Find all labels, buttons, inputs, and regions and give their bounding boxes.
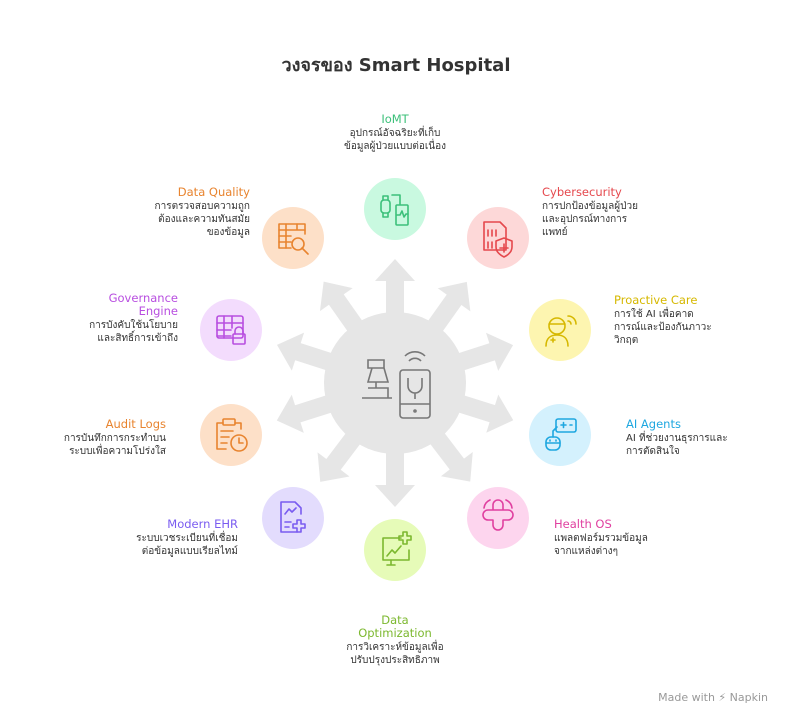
table-search-icon [278,223,309,255]
node-proactive [529,299,591,361]
node-circle [262,487,324,549]
node-dataopt [364,519,426,581]
medical-record-icon [280,501,306,533]
node-description: และอุปกรณ์ทางการ [542,214,628,225]
label-healthos: Health OS แพลตฟอร์มรวมข้อมูลจากแหล่งต่างๆ [554,518,648,558]
node-description: การตรวจสอบความถูก [154,201,250,212]
node-description: วิกฤต [614,335,639,346]
node-title: Data Quality [177,185,250,199]
arrow [375,259,415,323]
label-iomt: IoMT อุปกรณ์อัจฉริยะที่เก็บข้อมูลผู้ป่วยแ… [305,113,485,153]
node-title-line: Optimization [358,626,432,640]
label-audit: Audit Logs การบันทึกการกระทำบนระบบเพื่อคว… [64,418,166,458]
node-circle [467,207,529,269]
arrow [449,392,514,433]
node-description: ปรับปรุงประสิทธิภาพ [350,655,440,666]
node-description: การณ์และป้องกันภาวะ [614,322,712,333]
node-circle [262,207,324,269]
node-description: ระบบเพื่อความโปร่งใส [69,446,166,457]
node-title: AI Agents [626,417,681,431]
table-lock-icon [216,315,246,345]
clipboard-clock-icon [216,418,248,452]
diagram-title: วงจรของ Smart Hospital [281,55,511,76]
node-title: Health OS [554,517,612,531]
doctor-signal-icon [545,315,577,347]
node-dq [262,207,324,269]
node-circle [467,487,529,549]
arrow [375,443,415,507]
node-description: จากแหล่งต่างๆ [554,546,618,557]
node-description: การใช้ AI เพื่อคาด [614,309,694,320]
node-title: Modern EHR [167,517,238,531]
node-description: แพทย์ [542,227,568,238]
node-description: และสิทธิ์การเข้าถึง [97,333,178,344]
node-circle [529,404,591,466]
arrow [277,332,341,374]
monitor-chart-icon [382,531,412,566]
node-iomt [364,178,426,240]
node-description: ของข้อมูล [206,227,250,238]
label-ehr: Modern EHR ระบบเวชระเบียนที่เชื่อมต่อข้อม… [136,518,238,558]
napkin-watermark: Made with ⚡ Napkin [658,691,768,704]
arrow [449,332,514,374]
node-description: อุปกรณ์อัจฉริยะที่เก็บ [349,128,441,139]
node-title: Audit Logs [105,417,166,431]
node-title: IoMT [381,112,409,126]
label-agents: AI Agents AI ที่ช่วยงานธุรการและการตัดสิน… [626,418,728,458]
node-title-line: Data [381,613,409,627]
node-title-line: Engine [138,304,178,318]
node-description: AI ที่ช่วยงานธุรการและ [626,433,728,444]
label-dq: Data Quality การตรวจสอบความถูกต้องและความ… [155,186,250,239]
medical-cross-signal-icon [482,499,514,531]
node-ehr [262,487,324,549]
wearable-device-icon [380,194,409,226]
hospital-device-icon [362,351,431,419]
node-description: แพลตฟอร์มรวมข้อมูล [554,533,648,544]
label-cyber: Cybersecurity การปกป้องข้อมูลผู้ป่วยและอุ… [542,186,638,239]
node-description: การปกป้องข้อมูลผู้ป่วย [542,201,638,212]
node-description: การบังคับใช้นโยบาย [89,320,178,331]
node-audit [200,404,262,466]
node-description: ต่อข้อมูลแบบเรียลไทม์ [141,546,238,557]
node-description: ระบบเวชระเบียนที่เชื่อม [136,533,238,544]
node-circle [364,519,426,581]
node-circle [529,299,591,361]
node-description: ข้อมูลผู้ป่วยแบบต่อเนื่อง [343,141,447,152]
center-hub [324,312,466,454]
node-title: Cybersecurity [542,185,622,199]
node-agents [529,404,591,466]
shield-data-icon [483,221,513,258]
label-proactive: Proactive Care การใช้ AI เพื่อคาดการณ์และ… [614,294,712,347]
robot-icon [545,418,577,451]
node-title: Proactive Care [614,293,698,307]
arrow [276,392,341,433]
node-cyber [467,207,529,269]
node-circle [200,404,262,466]
node-description: การตัดสินใจ [626,446,680,457]
node-description: ต้องและความทันสมัย [158,214,250,225]
node-title-line: Governance [108,291,178,305]
node-circle [364,178,426,240]
node-description: การบันทึกการกระทำบน [63,433,166,444]
node-gov [200,299,262,361]
node-description: การวิเคราะห์ข้อมูลเพื่อ [346,642,444,653]
node-healthos [467,487,529,549]
